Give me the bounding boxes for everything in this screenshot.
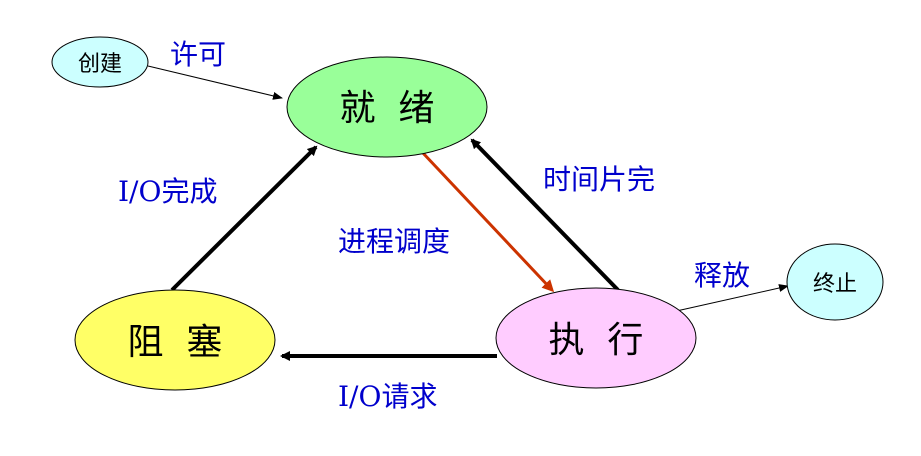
label-dispatch: 进程调度 (338, 225, 450, 258)
node-ready-label: 就 绪 (340, 88, 435, 129)
node-running-ellipse (495, 287, 697, 389)
node-ready-ellipse (286, 56, 488, 158)
edge-ready-to-running (420, 150, 555, 293)
node-create: 创建 (51, 36, 149, 88)
edge-create-to-ready (147, 65, 283, 100)
node-exit-label: 终止 (813, 272, 857, 297)
node-exit-ellipse (786, 243, 884, 321)
node-create-label: 创建 (78, 52, 122, 77)
label-release: 释放 (694, 259, 750, 292)
label-time-slice-expired: 时间片完 (543, 163, 655, 196)
node-create-ellipse (51, 36, 149, 88)
label-io-complete: I/O完成 (118, 175, 217, 208)
label-io-request: I/O请求 (338, 380, 437, 413)
edge-running-to-exit (671, 284, 789, 313)
node-running: 执 行 (495, 287, 697, 389)
node-exit: 终止 (786, 243, 884, 321)
node-ready: 就 绪 (286, 56, 488, 158)
label-permit: 许可 (170, 38, 226, 71)
node-blocked: 阻 塞 (74, 289, 276, 391)
node-blocked-label: 阻 塞 (128, 322, 223, 363)
edge-running-to-ready (470, 138, 620, 292)
edge-blocked-to-ready (170, 145, 318, 292)
node-running-label: 执 行 (549, 320, 644, 361)
node-blocked-ellipse (74, 289, 276, 391)
